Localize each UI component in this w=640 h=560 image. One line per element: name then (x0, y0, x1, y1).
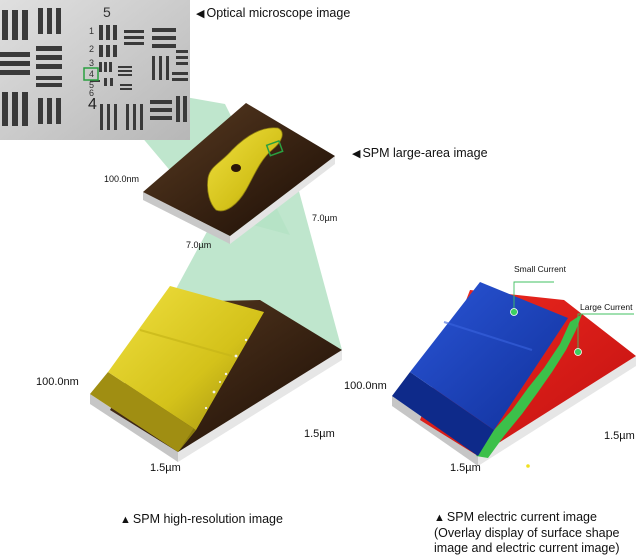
group-number-4: 4 (88, 96, 97, 113)
spm-high-resolution-image (90, 286, 342, 462)
region-marker-optical (83, 67, 99, 81)
axis-label-current-x: 1.5µm (450, 462, 481, 474)
annotation-small-current: Small Current (514, 264, 566, 274)
pointer-up-icon: ▲ (434, 512, 445, 524)
pointer-left-icon: ◀ (352, 148, 361, 160)
axis-label-hires-y: 1.5µm (304, 428, 335, 440)
axis-label-large-y: 7.0µm (312, 213, 338, 223)
pointer-left-icon: ◀ (196, 8, 205, 20)
element-number-2: 2 (89, 44, 95, 54)
element-number-5: 5 (89, 80, 95, 90)
axis-label-hires-x: 1.5µm (150, 462, 181, 474)
axis-label-hires-height: 100.0nm (36, 376, 79, 388)
element-number-3: 3 (89, 58, 95, 68)
axis-label-large-height: 100.0nm (104, 174, 140, 184)
caption-high-res: ▲SPM high-resolution image (120, 512, 283, 526)
group-number-5: 5 (103, 4, 111, 20)
spm-large-area-image (143, 103, 335, 244)
annotation-large-current: Large Current (580, 302, 633, 312)
caption-large-area: ◀SPM large-area image (352, 146, 488, 160)
caption-optical: ◀Optical microscope image (196, 6, 351, 20)
optical-microscope-image (0, 0, 190, 140)
element-number-6: 6 (89, 88, 95, 98)
element-number-4: 4 (89, 69, 95, 79)
axis-label-current-y: 1.5µm (604, 430, 635, 442)
element-number-1: 1 (89, 26, 95, 36)
axis-label-current-height: 100.0nm (344, 380, 387, 392)
pointer-up-icon: ▲ (120, 514, 131, 526)
axis-label-large-x: 7.0µm (186, 240, 212, 250)
caption-current: ▲SPM electric current image (Overlay dis… (434, 510, 620, 555)
spm-electric-current-image (392, 281, 636, 468)
region-marker-large (265, 139, 284, 157)
